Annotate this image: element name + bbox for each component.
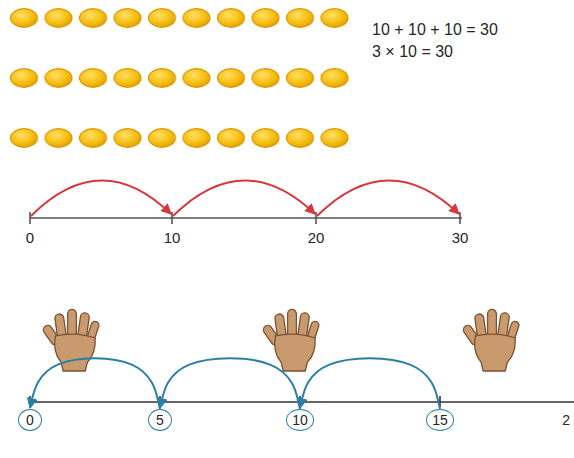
tick-label: 0 xyxy=(26,230,34,245)
tick-label: 20 xyxy=(308,230,325,245)
tick-label: 30 xyxy=(452,230,469,245)
equation-text: 3 × 10 = 30 xyxy=(372,44,453,60)
circled-number: 15 xyxy=(426,409,455,431)
tick-label: 10 xyxy=(164,230,181,245)
number-label: 15 xyxy=(432,413,448,427)
tick-label: 2 xyxy=(562,413,570,427)
jump-arrows xyxy=(31,180,459,216)
number-label: 10 xyxy=(292,413,308,427)
circled-number: 5 xyxy=(148,409,172,431)
hands xyxy=(42,309,520,371)
circled-number: 0 xyxy=(18,409,42,431)
equation-text: 10 + 10 + 10 = 30 xyxy=(372,22,498,38)
jump-arrow xyxy=(160,358,300,409)
coin-rows xyxy=(10,8,355,158)
number-label: 0 xyxy=(26,413,34,427)
number-label: 5 xyxy=(156,413,164,427)
number-line xyxy=(30,212,462,224)
circled-number: 10 xyxy=(286,409,315,431)
jump-arrow xyxy=(300,358,440,409)
jump-arrow xyxy=(30,358,160,409)
